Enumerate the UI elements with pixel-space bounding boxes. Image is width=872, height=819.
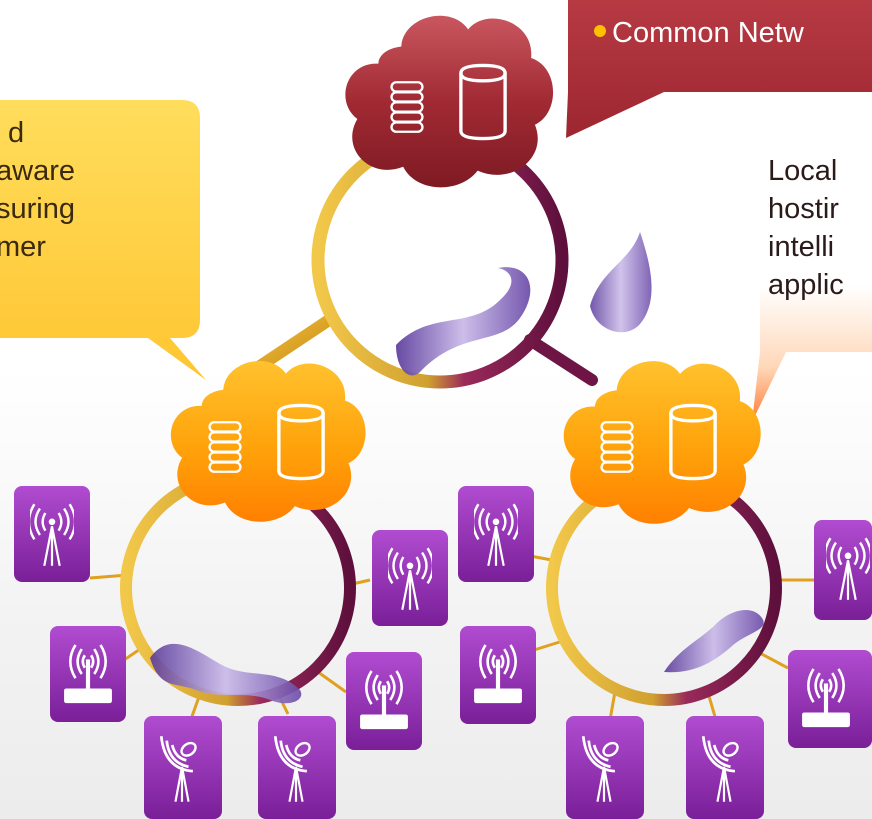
callout-right-line-4: applic — [768, 269, 844, 301]
data-wave-right — [664, 610, 764, 673]
callout-right-line-2: hostir — [768, 193, 839, 225]
callout-left-line-2: aware — [0, 155, 75, 187]
data-wave-left — [150, 643, 302, 704]
device-antenna-right-1 — [458, 486, 534, 582]
device-antenna-left-2 — [372, 530, 448, 626]
device-antenna-right-2 — [814, 520, 872, 620]
device-dish-right-2 — [686, 716, 764, 819]
backbone-links — [254, 312, 598, 386]
device-wifi-left-2 — [346, 652, 422, 750]
svg-text:d aware suring: d aware suring mer — [0, 117, 83, 263]
core-network-cloud — [345, 15, 554, 188]
device-wifi-right-1 — [460, 626, 536, 724]
device-wifi-right-2 — [788, 650, 872, 748]
callout-left-line-4: mer — [0, 231, 46, 263]
device-wifi-left-1 — [50, 626, 126, 722]
callout-right-line-3: intelli — [768, 231, 834, 263]
callout-top: Common Netw — [566, 0, 872, 138]
callout-right: Local hostir intelli applic — [752, 120, 872, 422]
callout-left: d aware suring mer — [0, 100, 206, 380]
device-dish-left-2 — [258, 716, 336, 819]
data-wave-core — [396, 232, 652, 376]
svg-text:Local hostir intel: Local hostir intelli applic — [768, 155, 847, 301]
callout-left-line-3: suring — [0, 193, 75, 225]
callout-top-text: Common Netw — [612, 17, 805, 49]
callout-right-line-1: Local — [768, 155, 837, 187]
callout-left-line-1: d — [8, 117, 24, 149]
device-dish-left-1 — [144, 716, 222, 819]
device-dish-right-1 — [566, 716, 644, 819]
device-antenna-left-1 — [14, 486, 90, 582]
left-edge-cloud — [170, 361, 366, 522]
